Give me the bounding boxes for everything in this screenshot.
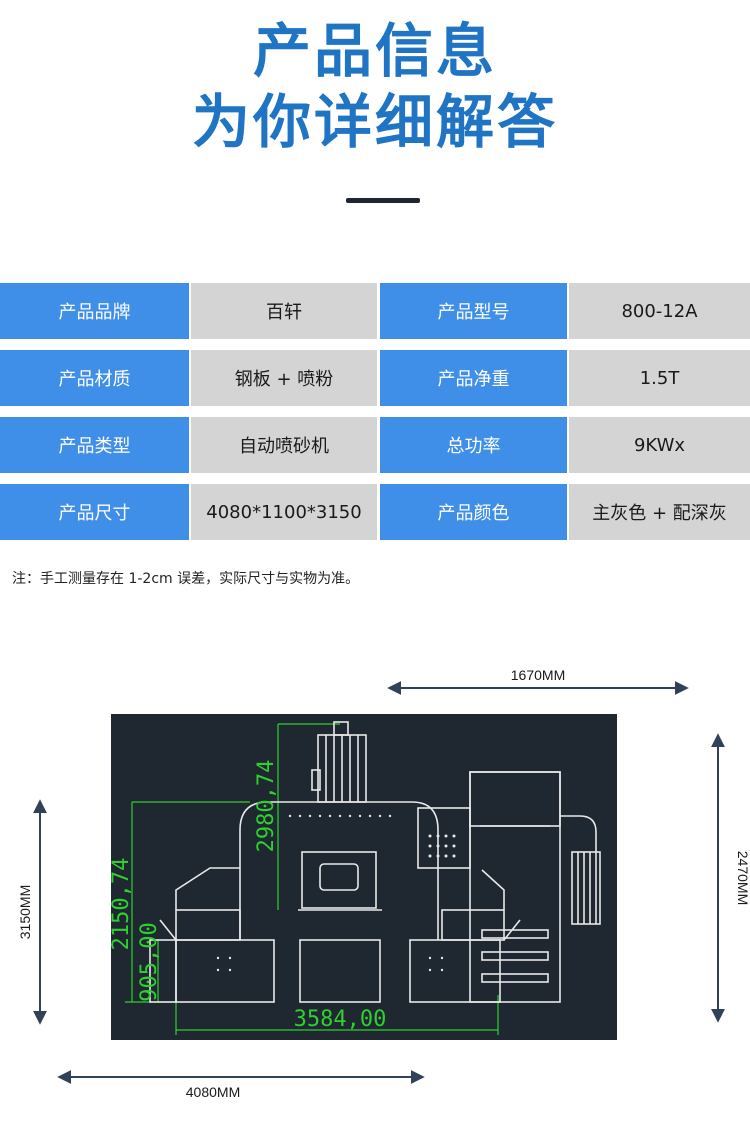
right-height-label: 2470MM	[735, 851, 750, 905]
spec-label: 产品品牌	[0, 283, 189, 339]
spec-value: 自动喷砂机	[191, 417, 377, 473]
measurement-note: 注：手工测量存在 1-2cm 误差，实际尺寸与实物为准。	[12, 571, 360, 587]
cad-width: 3584,00	[294, 1007, 387, 1032]
top-width-label: 1670MM	[511, 667, 565, 683]
spec-label: 产品型号	[380, 283, 567, 339]
spec-label: 总功率	[380, 417, 567, 473]
spec-value: 9KWx	[569, 417, 750, 473]
spec-value: 钢板 + 喷粉	[191, 350, 377, 406]
cad-height-low: 905,00	[137, 922, 162, 1001]
title-divider	[346, 198, 420, 203]
spec-label: 产品颜色	[380, 484, 567, 540]
left-height-label: 3150MM	[17, 885, 33, 939]
spec-value: 主灰色 + 配深灰	[569, 484, 750, 540]
spec-value: 800-12A	[569, 283, 750, 339]
cad-drawing: 2980,74 2150,74 905,00 3584,00	[109, 714, 617, 1040]
spec-value: 4080*1100*3150	[191, 484, 377, 540]
spec-label: 产品类型	[0, 417, 189, 473]
spec-label: 产品尺寸	[0, 484, 189, 540]
spec-row: 产品类型 自动喷砂机 总功率 9KWx	[0, 417, 750, 473]
spec-label: 产品净重	[380, 350, 567, 406]
dimension-diagram: 1670MM 3150MM 2470MM 4080MM	[17, 667, 750, 1100]
spec-value: 百轩	[191, 283, 377, 339]
spec-row: 产品尺寸 4080*1100*3150 产品颜色 主灰色 + 配深灰	[0, 484, 750, 540]
spec-row: 产品材质 钢板 + 喷粉 产品净重 1.5T	[0, 350, 750, 406]
spec-row: 产品品牌 百轩 产品型号 800-12A	[0, 283, 750, 339]
bottom-width-label: 4080MM	[186, 1084, 240, 1100]
spec-value: 1.5T	[569, 350, 750, 406]
title-line-2: 为你详细解答	[191, 88, 558, 156]
title-line-1: 产品信息	[252, 17, 497, 85]
cad-height-mid: 2150,74	[109, 858, 134, 951]
cad-height-total: 2980,74	[254, 760, 279, 853]
spec-label: 产品材质	[0, 350, 189, 406]
